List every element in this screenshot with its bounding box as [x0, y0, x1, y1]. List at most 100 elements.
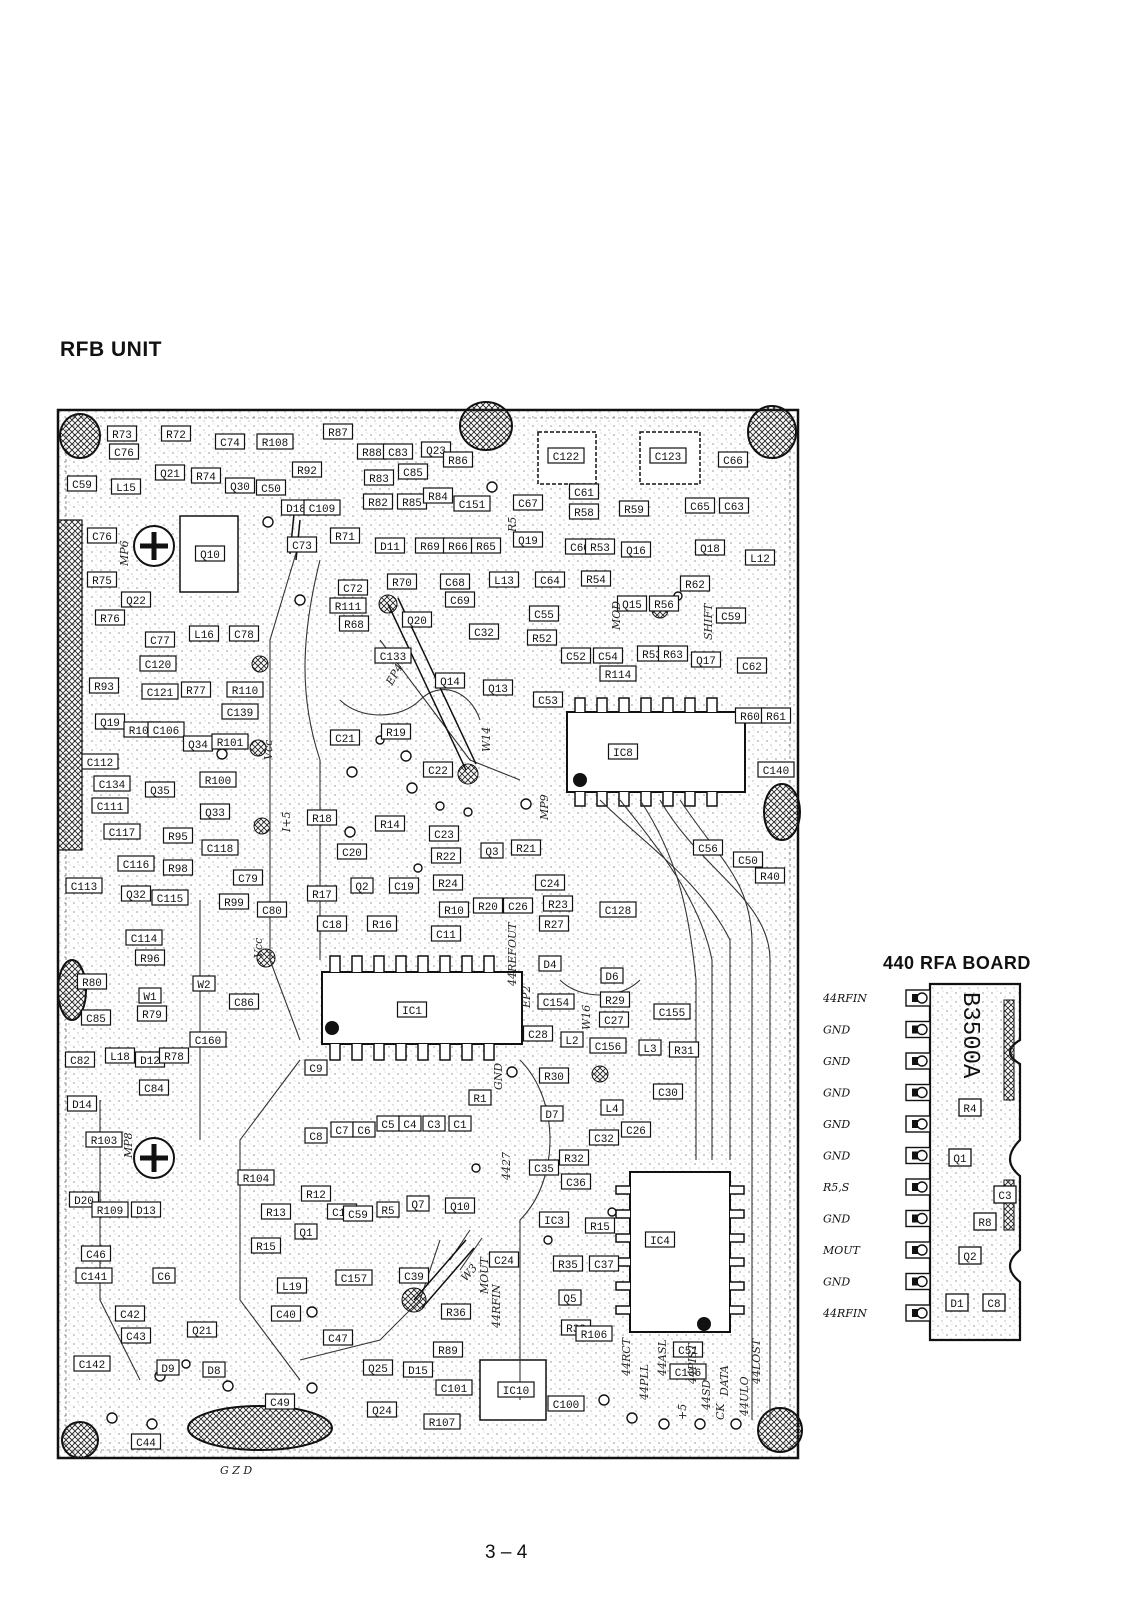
rfa-pin-hole: [916, 1086, 928, 1099]
rfb-component: R5: [376, 1201, 400, 1218]
rfa-pin-hole: [916, 1307, 928, 1319]
component-outline: [717, 451, 749, 468]
component-label: C23: [434, 830, 454, 842]
component-outline: [322, 423, 354, 440]
component-label: R101: [217, 738, 244, 750]
hand-label-i5: I+5: [280, 811, 293, 833]
rfb-component: D15: [402, 1361, 434, 1378]
rfb-component: R18: [306, 809, 338, 826]
component-label: R84: [428, 492, 448, 504]
rfb-component: R59: [618, 500, 650, 517]
hand-label-shift: SHIFT: [702, 602, 715, 640]
component-outline: [306, 809, 338, 826]
component-label: C46: [86, 1250, 106, 1262]
component-outline: [552, 1255, 584, 1272]
rfb-component: Q25: [362, 1359, 394, 1376]
component-label: C69: [450, 596, 470, 608]
rfb-component: Q30: [224, 477, 256, 494]
component-outline: [255, 479, 287, 496]
rfb-component: C73: [286, 536, 318, 553]
component-label: R100: [205, 776, 231, 788]
component-outline: [180, 681, 212, 698]
rfb-component: R85: [396, 493, 428, 510]
component-outline: [599, 665, 637, 682]
component-label: C73: [292, 541, 312, 553]
component-label: C53: [538, 696, 558, 708]
component-outline: [104, 1047, 136, 1064]
component-outline: [232, 869, 264, 886]
component-label: C100: [553, 1400, 579, 1412]
component-label: C3: [427, 1120, 440, 1132]
rfb-component: C62: [736, 657, 768, 674]
rfb-component: C109: [303, 499, 341, 516]
component-outline: [488, 571, 520, 588]
component-outline: [264, 1393, 296, 1410]
component-label: R53: [642, 650, 662, 662]
rfb-component: C39: [398, 1267, 430, 1284]
rfb-component: R83: [363, 469, 395, 486]
component-label: Q17: [696, 656, 716, 668]
component-label: Q15: [622, 600, 642, 612]
component-outline: [147, 721, 185, 738]
component-outline: [438, 901, 470, 918]
rfa-pin-label: GND: [823, 1024, 850, 1037]
component-label: R83: [369, 474, 389, 486]
rfb-component: R58: [568, 503, 600, 520]
component-label: R52: [532, 634, 552, 646]
jumper-wire: [413, 1239, 475, 1309]
rfb-component: R86: [442, 451, 474, 468]
rfa-pin-contact: [912, 994, 918, 1002]
component-outline: [162, 827, 194, 844]
component-outline: [669, 1363, 707, 1380]
component-outline: [607, 743, 639, 760]
rfb-component: C69: [444, 591, 476, 608]
component-outline: [480, 842, 504, 859]
rfb-component: C30: [652, 1083, 684, 1100]
component-label: C77: [150, 636, 170, 648]
component-label: R31: [674, 1046, 694, 1058]
component-outline: [568, 483, 600, 500]
rfb-component: D20: [68, 1191, 100, 1208]
rfb-component: C4: [398, 1115, 422, 1132]
rfb-component: C84: [138, 1079, 170, 1096]
hand-label-44asl: 44ASL: [656, 1339, 669, 1377]
rfa-pin-label: R5,S: [822, 1181, 850, 1194]
component-label: C35: [534, 1164, 554, 1176]
rfb-component: C59: [715, 607, 747, 624]
component-outline: [668, 1041, 700, 1058]
rfb-component: C22: [422, 761, 454, 778]
component-outline: [694, 539, 726, 556]
component-label: C1: [453, 1120, 467, 1132]
component-label: R77: [186, 686, 206, 698]
rfb-component: R100: [199, 771, 237, 788]
component-outline: [584, 1217, 616, 1234]
component-label: C112: [87, 758, 113, 770]
component-label: C24: [540, 879, 560, 891]
component-outline: [560, 1173, 592, 1190]
component-label: C59: [72, 480, 92, 492]
rfa-pin: GND: [823, 1052, 931, 1070]
component-outline: [558, 1289, 582, 1306]
component-label: W2: [197, 980, 210, 992]
component-label: C139: [227, 708, 253, 720]
component-outline: [522, 1025, 554, 1042]
rfa-pin-hole: [916, 1118, 928, 1130]
rfb-component: Q2: [350, 877, 374, 894]
component-label: R80: [82, 978, 102, 990]
component-label: R16: [372, 920, 392, 932]
rfb-component: R40: [754, 867, 786, 884]
component-outline: [151, 889, 189, 906]
component-label: D13: [136, 1206, 156, 1218]
rfb-component: R73: [106, 425, 138, 442]
component-label: C65: [690, 502, 710, 514]
component-label: Q22: [126, 596, 146, 608]
rfb-component: L18: [104, 1047, 136, 1064]
component-label: R5: [381, 1206, 394, 1218]
component-outline: [80, 1245, 112, 1262]
rfb-component: L19: [276, 1277, 308, 1294]
component-label: R18: [312, 814, 332, 826]
component-outline: [512, 531, 544, 548]
rfb-component: C1: [448, 1115, 472, 1132]
component-outline: [600, 1099, 624, 1116]
component-label: R74: [196, 472, 216, 484]
